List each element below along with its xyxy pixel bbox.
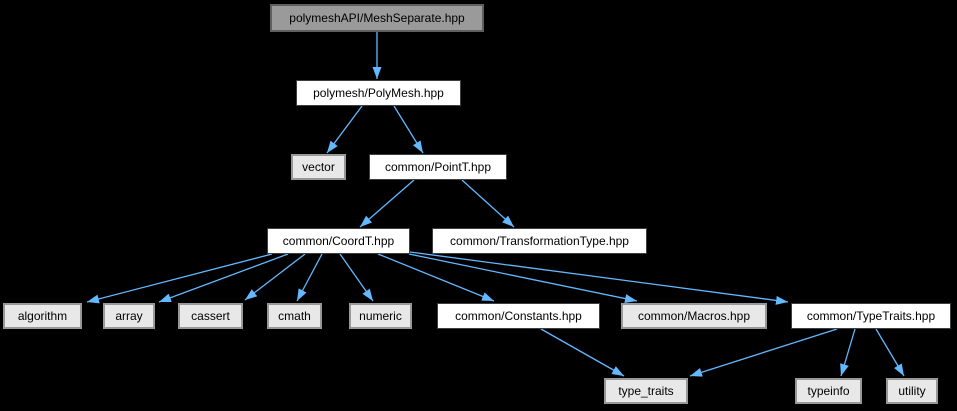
node-typetraits[interactable]: common/TypeTraits.hpp <box>791 303 951 329</box>
edge-coordt-to-cassert <box>244 253 306 301</box>
node-macros: common/Macros.hpp <box>621 303 767 329</box>
node-numeric: numeric <box>349 303 412 329</box>
edge-coordt-to-cmath <box>296 253 323 302</box>
edge-constants-to-type-traits <box>540 328 625 377</box>
edge-coordt-to-array <box>158 253 289 303</box>
edge-pointt-to-coordt <box>359 179 415 228</box>
node-utility: utility <box>886 378 938 404</box>
node-coordt[interactable]: common/CoordT.hpp <box>267 228 410 254</box>
node-array: array <box>103 303 155 329</box>
edge-coordt-to-typetraits <box>409 251 789 305</box>
node-transformationtype[interactable]: common/TransformationType.hpp <box>432 228 647 254</box>
edge-polymesh-to-vector <box>326 105 363 154</box>
edge-polymesh-to-pointt <box>393 105 424 154</box>
edge-pointt-to-transformationtype <box>461 179 515 228</box>
node-typeinfo: typeinfo <box>795 378 862 404</box>
edge-coordt-to-macros <box>408 253 638 303</box>
edge-typetraits-to-type-traits <box>689 328 838 377</box>
node-cmath: cmath <box>267 303 322 329</box>
edge-typetraits-to-typeinfo <box>840 328 856 377</box>
edge-coordt-to-numeric <box>339 253 374 302</box>
node-meshseparate: polymeshAPI/MeshSeparate.hpp <box>270 4 484 32</box>
edge-typetraits-to-utility <box>875 328 905 377</box>
node-type-traits: type_traits <box>604 378 688 404</box>
node-algorithm: algorithm <box>3 303 82 329</box>
node-vector: vector <box>291 154 346 180</box>
node-constants[interactable]: common/Constants.hpp <box>437 303 600 329</box>
node-cassert: cassert <box>178 303 243 329</box>
node-pointt[interactable]: common/PointT.hpp <box>369 154 507 180</box>
edge-coordt-to-algorithm <box>86 253 273 304</box>
edge-coordt-to-constants <box>377 253 495 302</box>
node-polymesh[interactable]: polymesh/PolyMesh.hpp <box>296 80 461 106</box>
